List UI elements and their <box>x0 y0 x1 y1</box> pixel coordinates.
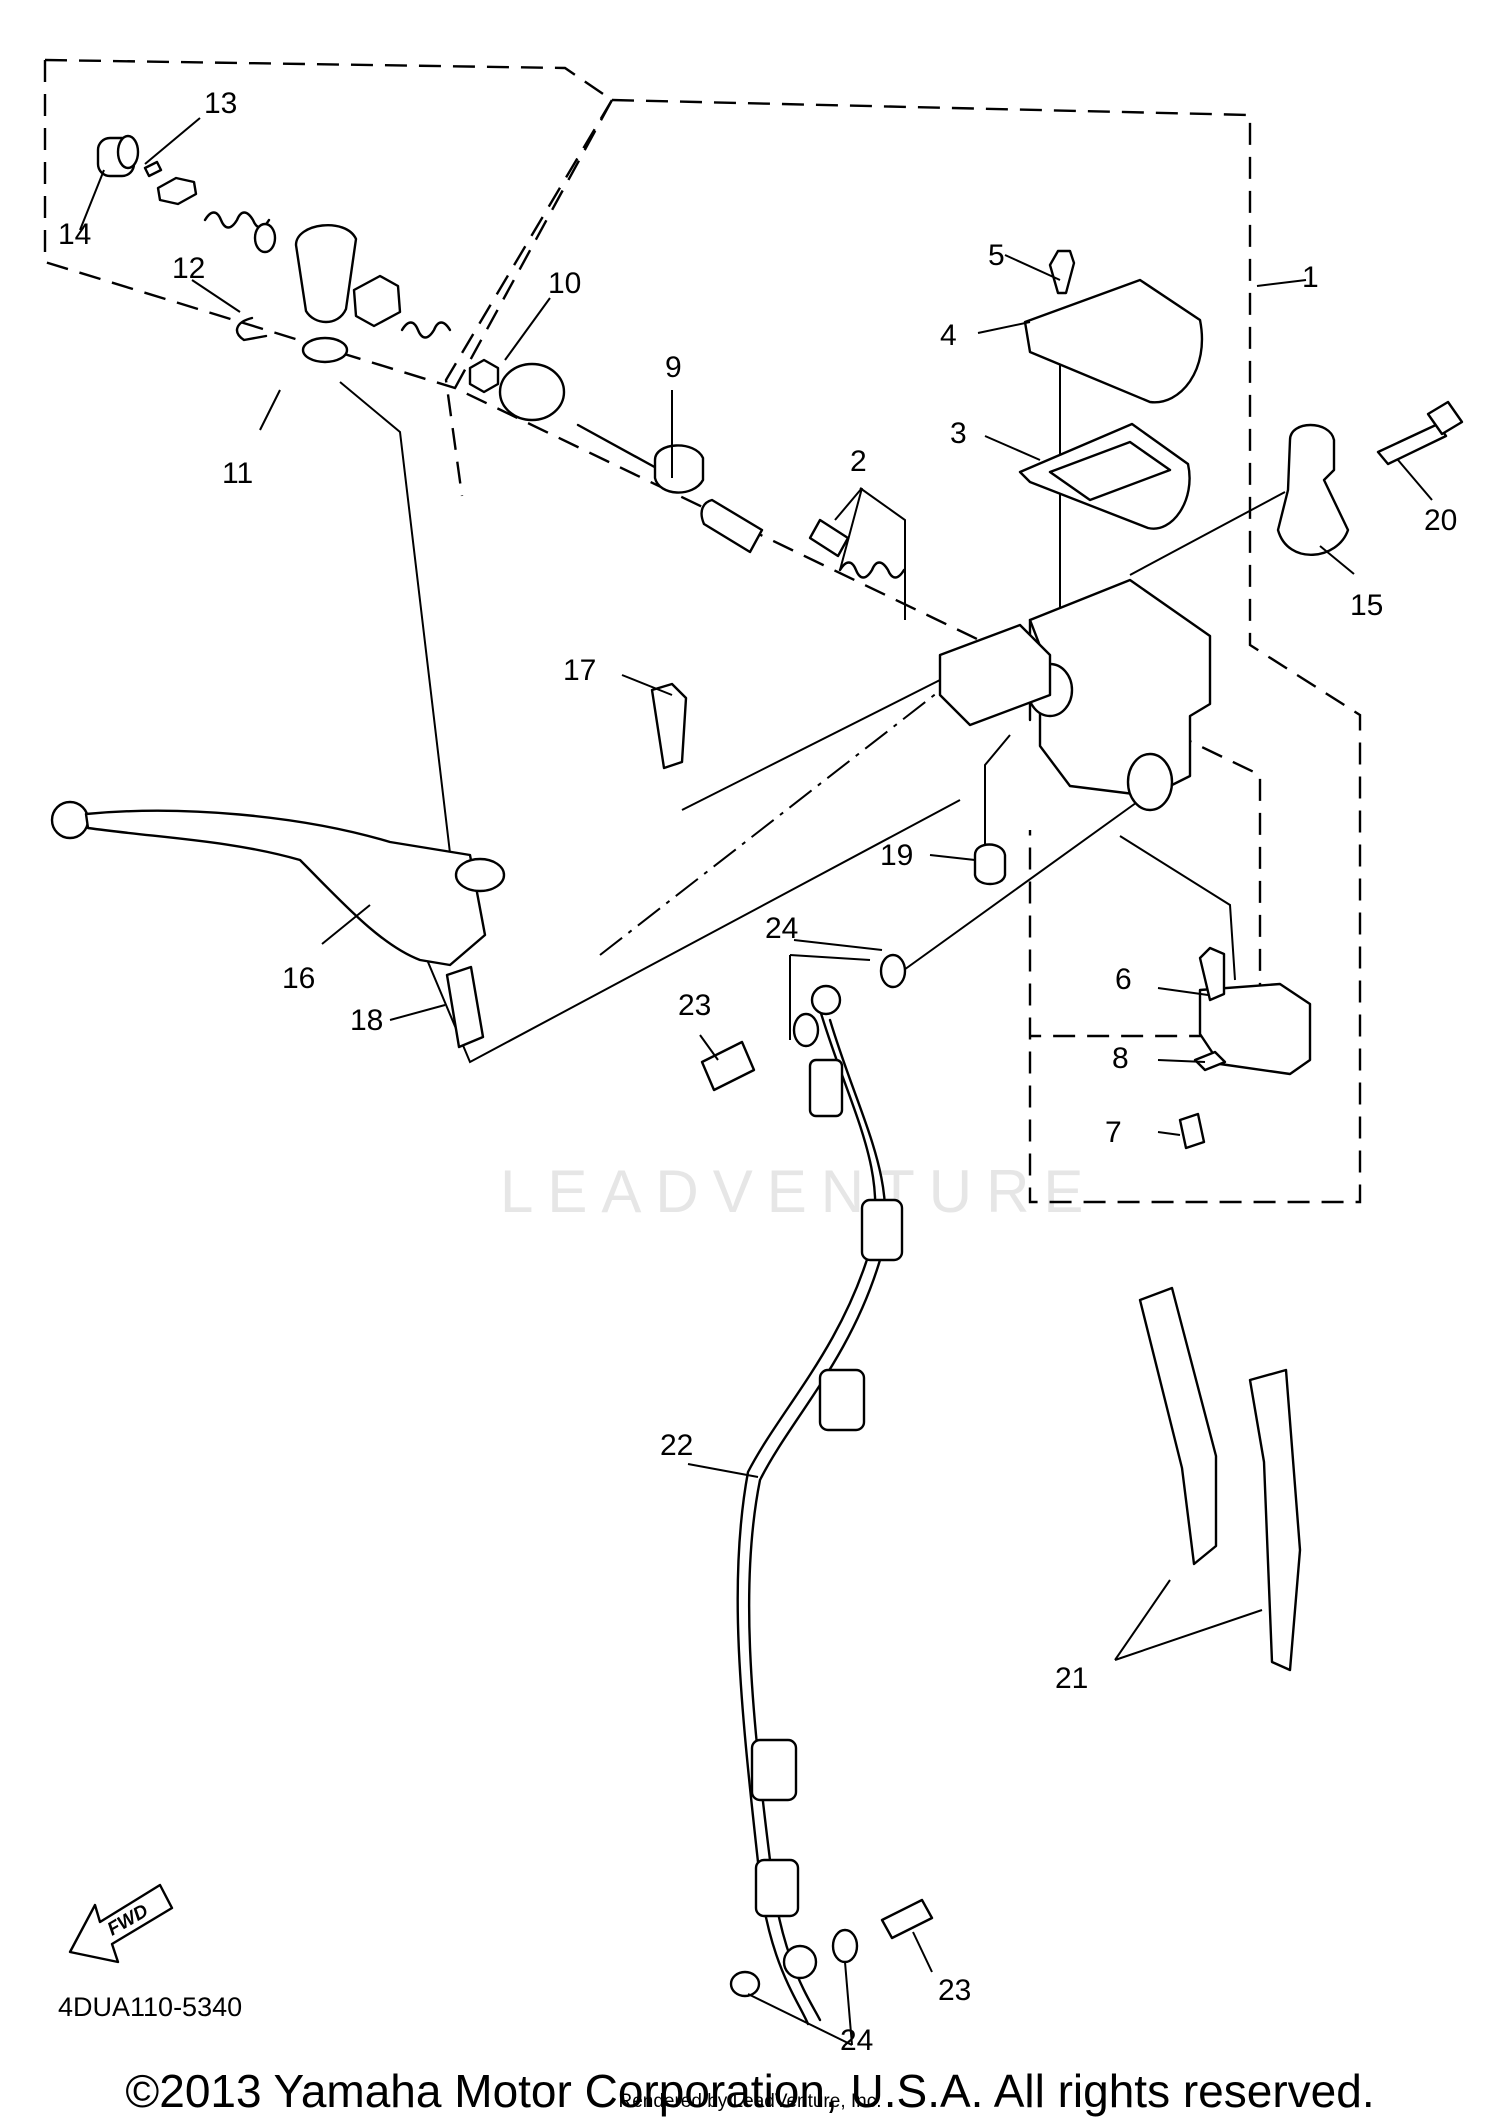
watermark-text: LEADVENTURE <box>500 1158 1097 1225</box>
bracket-parts <box>1276 400 1464 556</box>
master-cylinder-body <box>938 578 1212 812</box>
callout-24-lower: 24 <box>840 2024 873 2057</box>
copyright-notice: ©2013 Yamaha Motor Corporation, U.S.A. A… <box>125 2065 1375 2117</box>
callout-23-upper: 23 <box>678 989 711 1022</box>
callout-23-lower: 23 <box>938 1974 971 2007</box>
callout-10: 10 <box>548 267 581 300</box>
callout-numbers: 1 2 3 4 5 6 7 8 9 10 11 12 13 14 15 16 1… <box>58 87 1457 2057</box>
reservoir-parts <box>1018 249 1204 530</box>
fwd-direction-arrow: FWD <box>68 1883 174 1964</box>
rendered-by-credit: Rendered by LeadVenture, Inc. <box>618 2091 882 2112</box>
callout-20: 20 <box>1424 504 1457 537</box>
callout-16: 16 <box>282 962 315 995</box>
seal-kit-parts <box>96 134 452 364</box>
callout-11: 11 <box>222 457 253 490</box>
callout-19: 19 <box>880 839 913 872</box>
callout-22: 22 <box>660 1429 693 1462</box>
callout-1: 1 <box>1302 261 1319 294</box>
diagram-part-code: 4DUA110-5340 <box>58 1992 242 2022</box>
brake-switch <box>1178 946 1312 1150</box>
callout-14: 14 <box>58 218 91 251</box>
callout-9: 9 <box>665 351 682 384</box>
callout-18: 18 <box>350 1004 383 1037</box>
callout-15: 15 <box>1350 589 1383 622</box>
callout-6: 6 <box>1115 963 1132 996</box>
callout-leaders <box>79 117 1433 2046</box>
callout-3: 3 <box>950 417 967 450</box>
callout-13: 13 <box>204 87 237 120</box>
cable-ties <box>1138 1286 1302 1672</box>
callout-4: 4 <box>940 319 957 352</box>
callout-21: 21 <box>1055 1662 1088 1695</box>
callout-24-upper: 24 <box>765 912 798 945</box>
callout-17: 17 <box>563 654 596 687</box>
callout-5: 5 <box>988 239 1005 272</box>
piston-parts <box>468 358 906 579</box>
callout-8: 8 <box>1112 1042 1129 1075</box>
brake-lever <box>50 682 1007 1049</box>
callout-12: 12 <box>172 252 205 285</box>
callout-2: 2 <box>850 445 867 478</box>
brake-hose-assembly <box>700 953 934 2026</box>
callout-7: 7 <box>1105 1116 1122 1149</box>
